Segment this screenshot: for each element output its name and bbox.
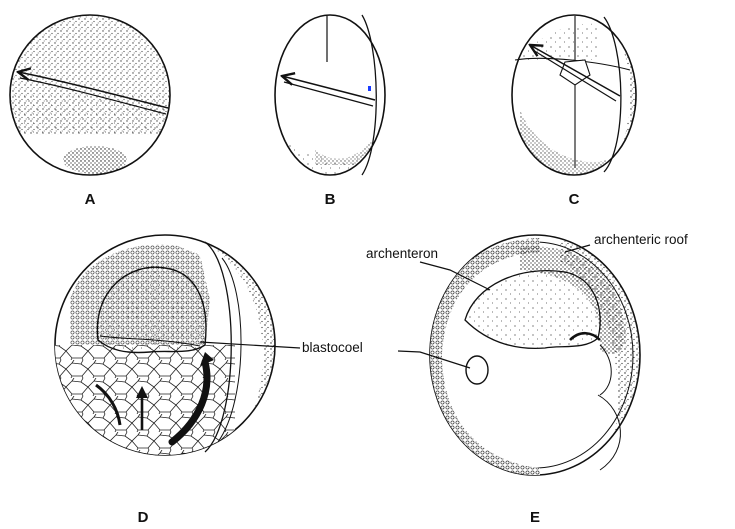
- panel-label-a: A: [85, 191, 96, 208]
- callout-archenteric-roof: archenteric roof: [594, 232, 688, 247]
- panel-label-b: B: [325, 191, 336, 208]
- callout-archenteron: archenteron: [366, 246, 438, 261]
- panel-c-embryo: [512, 15, 640, 180]
- callout-blastocoel: blastocoel: [302, 340, 363, 355]
- panel-e-embryo: [430, 235, 641, 480]
- panel-b-embryo: [275, 15, 390, 178]
- panel-label-d: D: [138, 509, 149, 526]
- panel-a-embryo: [10, 15, 170, 175]
- blastocoel-cavity-e: [466, 356, 488, 384]
- panel-label-c: C: [569, 191, 580, 208]
- panel-label-e: E: [530, 509, 540, 526]
